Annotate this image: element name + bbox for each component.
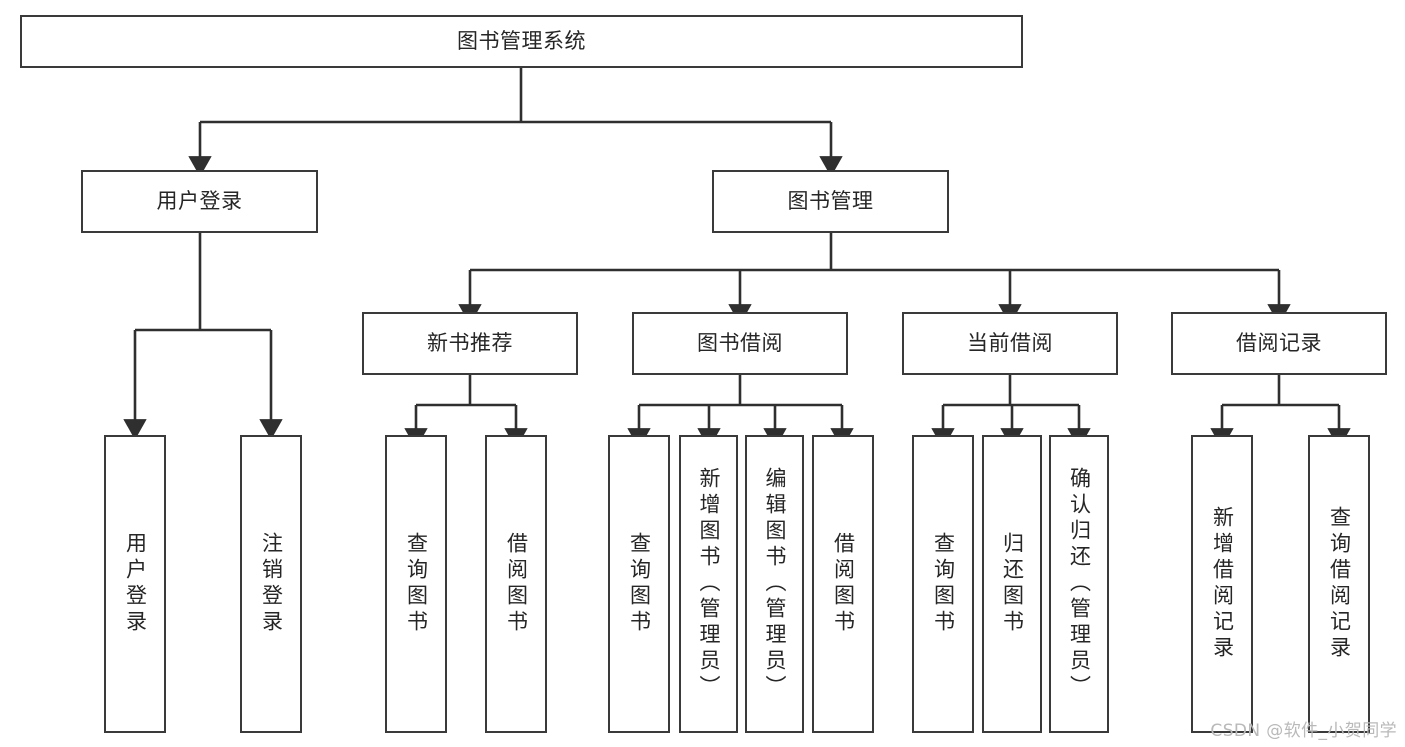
node-leaf-query-book-recommend[interactable]: 查询图书 xyxy=(385,435,447,733)
node-user-login[interactable]: 用户登录 xyxy=(81,170,318,233)
node-leaf-query-book-current[interactable]: 查询图书 xyxy=(912,435,974,733)
node-book-borrow[interactable]: 图书借阅 xyxy=(632,312,848,375)
node-leaf-borrow-book-recommend[interactable]: 借阅图书 xyxy=(485,435,547,733)
node-leaf-query-book-borrow[interactable]: 查询图书 xyxy=(608,435,670,733)
node-label: 查询图书 xyxy=(404,532,429,636)
node-label: 新增借阅记录 xyxy=(1210,506,1235,662)
node-label: 确认归还（管理员） xyxy=(1067,467,1092,701)
node-label: 图书借阅 xyxy=(697,330,783,355)
connectors-root xyxy=(123,68,1351,449)
node-label: 借阅图书 xyxy=(504,532,529,636)
node-leaf-logout-login[interactable]: 注销登录 xyxy=(240,435,302,733)
node-label: 注销登录 xyxy=(259,532,284,636)
node-label: 编辑图书（管理员） xyxy=(763,467,787,701)
node-label: 查询图书 xyxy=(931,532,956,636)
node-book-manage[interactable]: 图书管理 xyxy=(712,170,949,233)
node-label: 查询借阅记录 xyxy=(1327,506,1352,662)
node-leaf-user-login[interactable]: 用户登录 xyxy=(104,435,166,733)
node-label: 新增图书（管理员） xyxy=(697,467,721,701)
node-leaf-add-borrow-record[interactable]: 新增借阅记录 xyxy=(1191,435,1253,733)
node-label: 当前借阅 xyxy=(967,330,1053,355)
node-leaf-add-book-admin[interactable]: 新增图书（管理员） xyxy=(679,435,738,733)
node-label: 借阅记录 xyxy=(1236,330,1322,355)
node-borrow-record[interactable]: 借阅记录 xyxy=(1171,312,1387,375)
node-label: 图书管理系统 xyxy=(457,28,586,53)
node-leaf-edit-book-admin[interactable]: 编辑图书（管理员） xyxy=(745,435,804,733)
node-leaf-query-borrow-record[interactable]: 查询借阅记录 xyxy=(1308,435,1370,733)
node-label: 图书管理 xyxy=(787,188,874,213)
node-leaf-borrow-book-borrow[interactable]: 借阅图书 xyxy=(812,435,874,733)
node-label: 借阅图书 xyxy=(831,532,856,636)
node-label: 用户登录 xyxy=(156,188,243,213)
node-label: 新书推荐 xyxy=(427,330,513,355)
node-label: 用户登录 xyxy=(123,532,148,636)
node-label: 查询图书 xyxy=(627,532,652,636)
node-label: 归还图书 xyxy=(1000,532,1025,636)
node-leaf-return-book[interactable]: 归还图书 xyxy=(982,435,1042,733)
node-leaf-confirm-return-admin[interactable]: 确认归还（管理员） xyxy=(1049,435,1109,733)
node-current-borrow[interactable]: 当前借阅 xyxy=(902,312,1118,375)
node-book-management-system[interactable]: 图书管理系统 xyxy=(20,15,1023,68)
node-new-book-recommend[interactable]: 新书推荐 xyxy=(362,312,578,375)
